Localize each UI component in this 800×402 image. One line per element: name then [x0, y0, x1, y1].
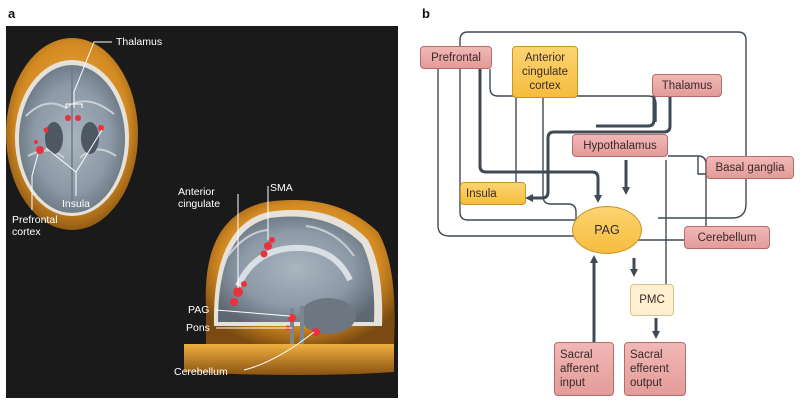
node-prefrontal: Prefrontal	[420, 46, 492, 69]
node-anterior-cingulate-cortex: Anterior cingulate cortex	[512, 46, 578, 98]
node-cerebellum: Cerebellum	[684, 226, 770, 249]
axial-brain-slice	[6, 38, 138, 230]
label-prefrontal-cortex: Prefrontal cortex	[12, 214, 58, 238]
axial-activation-spots	[34, 115, 104, 154]
label-insula: Insula	[62, 198, 91, 210]
node-basal-ganglia: Basal ganglia	[706, 156, 794, 179]
label-pons: Pons	[186, 322, 210, 334]
node-pmc: PMC	[630, 284, 674, 316]
node-sacral-afferent-input: Sacral afferent input	[554, 342, 614, 396]
brain-mri-illustration	[6, 38, 395, 375]
label-thalamus: Thalamus	[116, 36, 163, 48]
sagittal-label-lines	[215, 186, 315, 371]
label-sma: SMA	[270, 182, 293, 194]
label-anterior-cingulate: Anterior cingulate	[178, 186, 221, 210]
label-pag: PAG	[188, 304, 210, 316]
panel-b-letter: b	[422, 6, 430, 21]
node-thalamus: Thalamus	[652, 74, 722, 97]
axial-label-lines	[31, 41, 112, 210]
brain-mri-image: Thalamus Insula Prefrontal cortex Anteri…	[6, 26, 398, 398]
panel-a-letter: a	[8, 6, 16, 21]
sagittal-brain-slice	[184, 200, 395, 375]
label-cerebellum: Cerebellum	[174, 366, 228, 378]
brain-network-diagram: Prefrontal Anterior cingulate cortex Tha…	[408, 26, 800, 402]
node-sacral-efferent-output: Sacral efferent output	[624, 342, 686, 396]
node-hypothalamus: Hypothalamus	[572, 134, 668, 157]
connection-lines	[437, 31, 747, 342]
node-pag: PAG	[572, 206, 642, 254]
node-insula: Insula	[460, 182, 526, 205]
